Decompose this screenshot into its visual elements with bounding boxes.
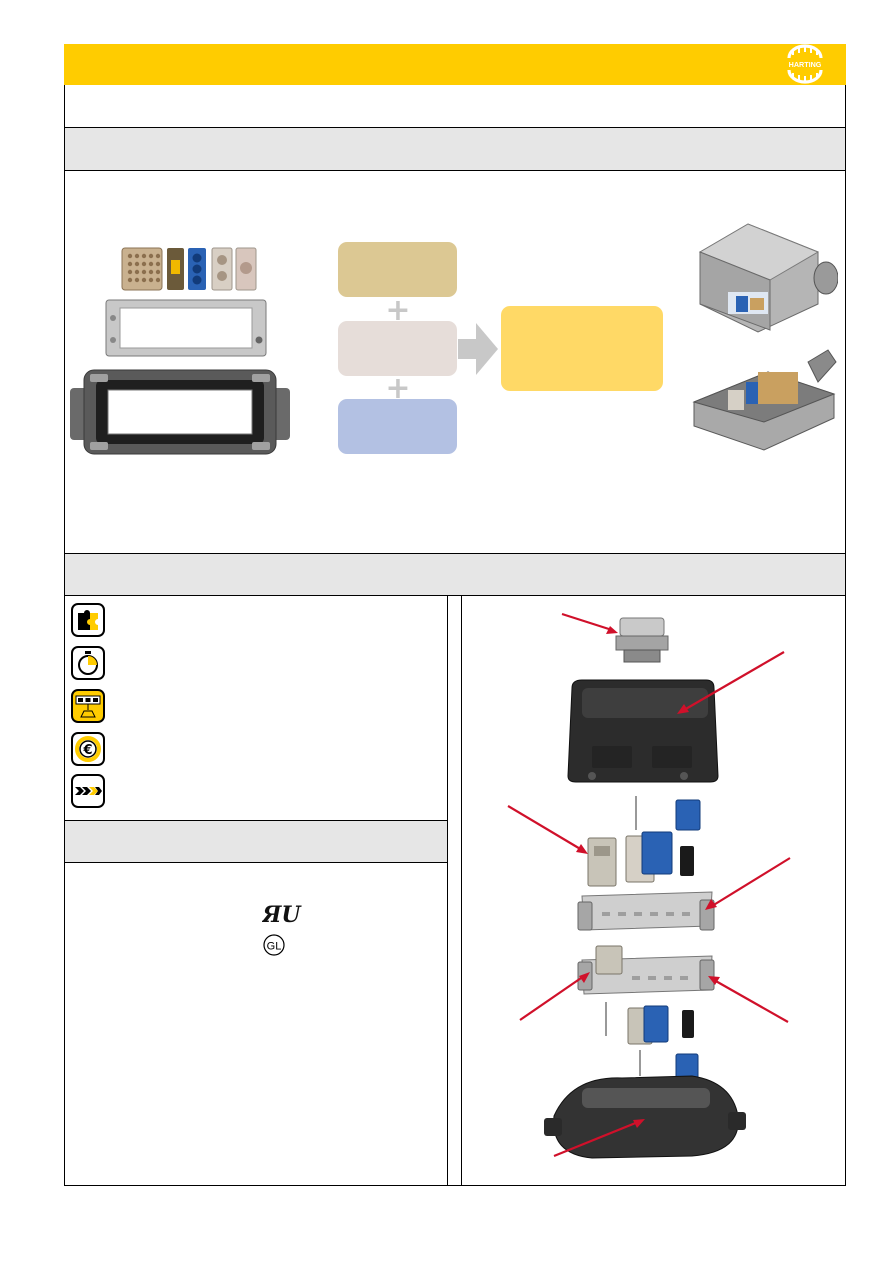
svg-text:€: €: [82, 743, 92, 758]
euro-savings-icon: €: [71, 732, 105, 766]
puzzle-modular-icon: [71, 603, 105, 637]
concept-box-hood: [338, 399, 457, 454]
housing-base-icon: [70, 369, 290, 455]
module-frame-icon: [71, 689, 105, 723]
divider: [64, 820, 447, 821]
section-heading-band: [65, 554, 845, 595]
divider: [64, 553, 846, 554]
concept-box-result: [501, 306, 663, 391]
section-heading-band: [65, 821, 447, 862]
housing-base-part: [544, 1075, 746, 1159]
ul-recognized-mark-icon: ЯU: [260, 902, 302, 928]
section-heading-band: [65, 128, 845, 170]
divider: [64, 170, 846, 171]
insert-module-icon: [121, 247, 163, 291]
assembled-connector-illustration: [688, 222, 839, 462]
stopwatch-icon: [71, 646, 105, 680]
content-frame: [64, 85, 846, 1186]
arrow-right-icon: [458, 323, 498, 375]
divider: [64, 595, 846, 596]
concept-box-frame: [338, 321, 457, 376]
callout-arrows: [507, 612, 791, 1158]
svg-text:HARTING: HARTING: [789, 60, 822, 69]
svg-text:GL: GL: [267, 941, 282, 953]
hinged-frame-icon: [105, 299, 267, 357]
svg-text:ЯU: ЯU: [262, 902, 302, 926]
cable-gland-part: [615, 617, 669, 663]
column-divider: [461, 596, 462, 1186]
hinged-frame-upper-part: [577, 891, 715, 931]
divider: [64, 862, 447, 863]
concept-box-inserts: [338, 242, 457, 297]
plus-symbol: +: [385, 293, 411, 328]
exploded-view-illustration: [462, 596, 845, 1185]
column-divider: [447, 596, 448, 1186]
hood-part: [567, 679, 719, 783]
modules-part: [587, 796, 701, 887]
gl-approval-mark-icon: GL: [262, 932, 288, 958]
components-illustration: [70, 238, 290, 460]
divider: [64, 127, 846, 128]
plus-symbol: +: [385, 371, 411, 406]
chevrons-flow-icon: [71, 774, 105, 808]
hinged-frame-lower-part: [577, 945, 715, 995]
header-bar: [64, 44, 846, 85]
harting-logo: HARTING: [783, 44, 827, 84]
